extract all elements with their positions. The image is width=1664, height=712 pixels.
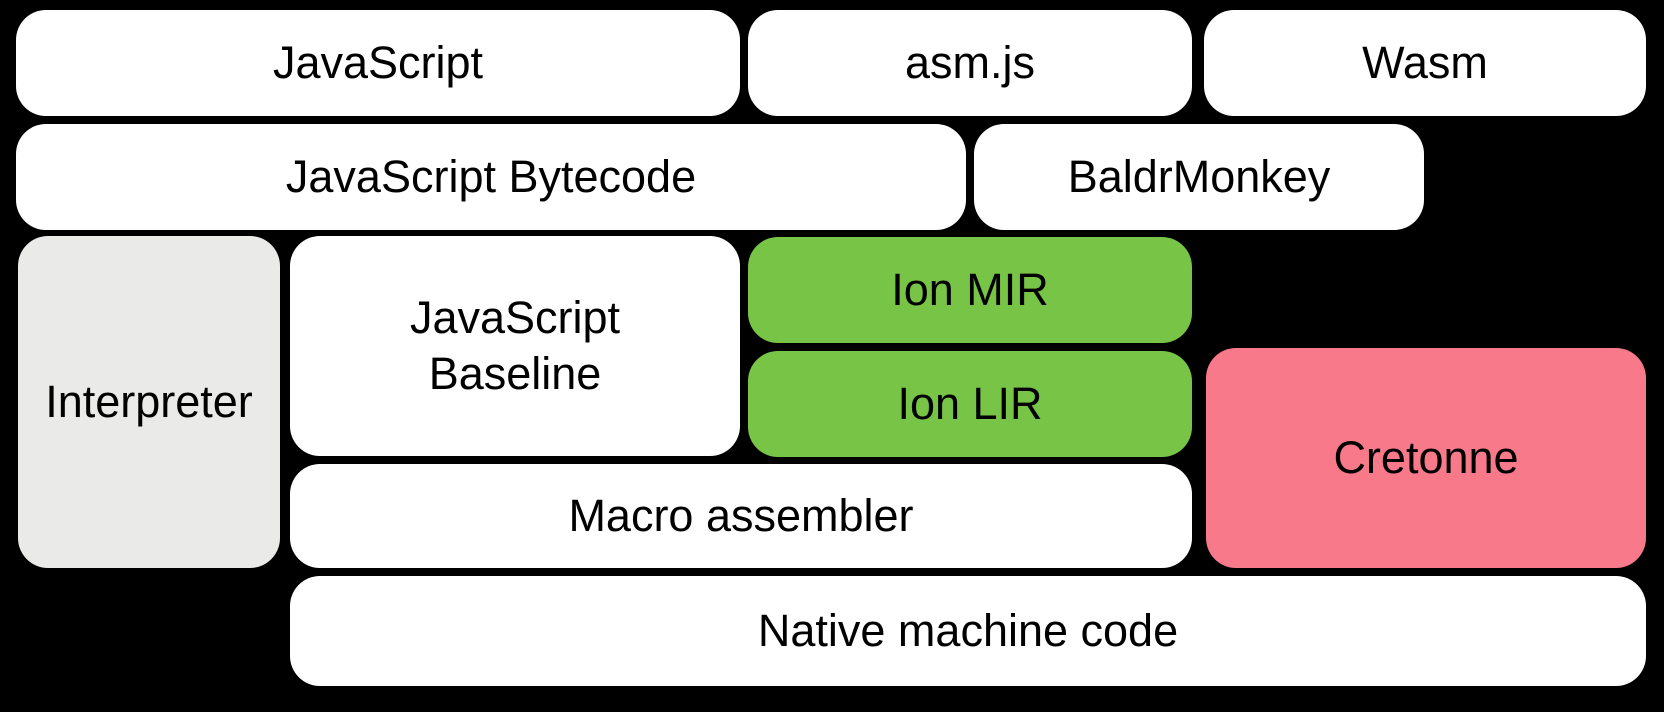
box-cretonne: Cretonne (1206, 348, 1646, 568)
box-javascript-baseline: JavaScript Baseline (290, 236, 740, 456)
box-interpreter: Interpreter (18, 236, 280, 568)
box-javascript: JavaScript (16, 10, 740, 116)
box-ion-mir: Ion MIR (748, 237, 1192, 343)
box-baldrmonkey: BaldrMonkey (974, 124, 1424, 230)
box-native-machine-code: Native machine code (290, 576, 1646, 686)
box-asmjs: asm.js (748, 10, 1192, 116)
box-wasm: Wasm (1204, 10, 1646, 116)
box-macro-assembler: Macro assembler (290, 464, 1192, 568)
box-javascript-bytecode: JavaScript Bytecode (16, 124, 966, 230)
box-ion-lir: Ion LIR (748, 351, 1192, 457)
